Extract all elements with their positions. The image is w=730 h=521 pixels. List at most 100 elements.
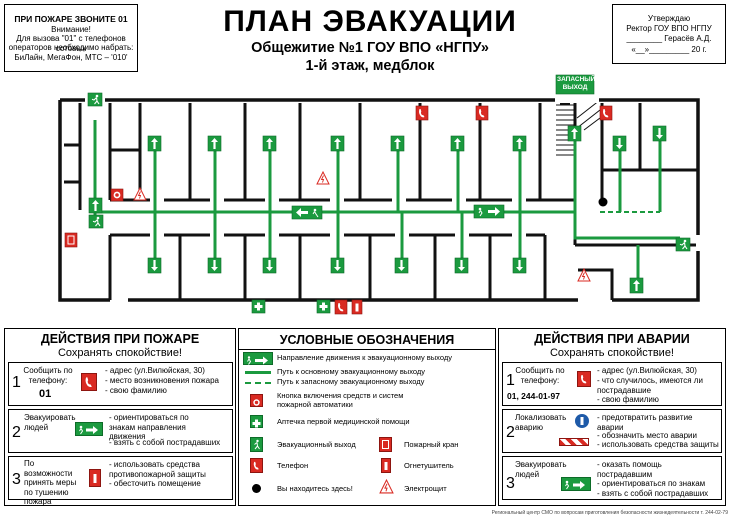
step-item: - обесточить помещение bbox=[109, 479, 201, 488]
approval-box: Утверждаю Ректор ГОУ ВПО НГПУ ________ Г… bbox=[612, 4, 726, 64]
electric-panel-icon bbox=[379, 478, 394, 494]
legend-label: Путь к основному эвакуационному выходу bbox=[277, 367, 425, 376]
step-label: По возможности принять меры по тушению п… bbox=[24, 459, 77, 506]
fire-alarm-button-icon bbox=[250, 394, 263, 407]
step-item: - взять с собой пострадавших bbox=[597, 489, 709, 498]
accident-step-1: 1 Сообщить по телефону: 01, 244-01-97 - … bbox=[502, 362, 722, 406]
step-item: - ориентироваться по знакам bbox=[597, 479, 706, 488]
extinguisher-icon bbox=[89, 469, 101, 487]
fire-actions-panel: ДЕЙСТВИЯ ПРИ ПОЖАРЕ Сохранять спокойстви… bbox=[4, 328, 236, 506]
step-item: - адрес (ул.Вилюйская, 30) bbox=[597, 366, 697, 375]
first-aid-signs bbox=[251, 299, 331, 314]
you-are-here-marker bbox=[598, 197, 608, 207]
stairs bbox=[556, 99, 601, 156]
fire-actions-title: ДЕЙСТВИЯ ПРИ ПОЖАРЕ bbox=[40, 332, 200, 346]
fire-step-1: 1 Сообщить по телефону: 01 - адрес (ул.В… bbox=[8, 362, 233, 406]
phone-icon bbox=[81, 373, 97, 391]
emergency-exit-label: ЗАПАСНЫЙ ВЫХОД bbox=[557, 76, 596, 91]
shield-icon bbox=[575, 414, 589, 428]
step-label: Эвакуировать людей bbox=[24, 413, 76, 432]
extinguisher-icon bbox=[381, 458, 391, 473]
legend-title: УСЛОВНЫЕ ОБОЗНАЧЕНИЯ bbox=[279, 333, 455, 347]
fire-actions-subtitle: Сохранять спокойствие! bbox=[57, 347, 182, 359]
accident-step-2: 2 Локализовать аварию - предотвратить ра… bbox=[502, 409, 722, 453]
legend-label: Эвакуационный выход bbox=[277, 440, 356, 449]
legend-label: Электрощит bbox=[404, 484, 447, 493]
evacuation-routes bbox=[93, 120, 680, 285]
alt-route-icon bbox=[245, 382, 271, 384]
legend-label: Путь к запасному эвакуационному выходу bbox=[277, 377, 425, 386]
approval-line3: ________ Герасёв А.Д. bbox=[626, 34, 712, 43]
fire-call-title: ПРИ ПОЖАРЕ ЗВОНИТЕ 01 bbox=[14, 14, 128, 24]
direction-arrow-right bbox=[473, 204, 505, 219]
legend-label: Направление движения к эвакуационному вы… bbox=[277, 353, 452, 362]
barrier-tape-icon bbox=[559, 438, 589, 446]
step-item: - предотвратить развитие аварии bbox=[597, 413, 693, 432]
direction-arrow-icon bbox=[243, 352, 273, 365]
evacuation-sign-icon bbox=[75, 422, 103, 436]
step-number: 2 bbox=[506, 424, 515, 441]
step-item: - оказать помощь пострадавшим bbox=[597, 460, 662, 479]
legend-label: Огнетушитель bbox=[404, 461, 454, 470]
step-item: - ориентироваться по знакам направления … bbox=[109, 413, 189, 441]
fire-hose-icon bbox=[379, 437, 392, 452]
fire-call-line4: БиЛайн, МегаФон, МТС – '010' bbox=[14, 53, 128, 62]
step-number: 3 bbox=[12, 471, 21, 488]
floor-plan bbox=[58, 74, 701, 315]
step-item: - адрес (ул.Вилюйская, 30) bbox=[105, 366, 205, 375]
phone-icon bbox=[250, 458, 263, 473]
approval-line1: Утверждаю bbox=[647, 14, 691, 23]
page-title: ПЛАН ЭВАКУАЦИИ bbox=[223, 5, 517, 38]
fire-call-line3: операторов необходимо набрать: bbox=[8, 43, 134, 52]
fire-phone-number: 01 bbox=[39, 388, 52, 400]
evacuation-exit-icon bbox=[250, 437, 263, 452]
fire-call-box: ПРИ ПОЖАРЕ ЗВОНИТЕ 01 Внимание! Для вызо… bbox=[4, 4, 138, 72]
step-item: - свою фамилию bbox=[105, 386, 167, 395]
fire-call-line2: Для вызова "01" с телефонов сотовых bbox=[16, 34, 126, 53]
approval-line2: Ректор ГОУ ВПО НГПУ bbox=[626, 24, 712, 33]
legend-label: Кнопка включения средств и систем пожарн… bbox=[277, 391, 404, 409]
direction-arrow-left bbox=[291, 205, 323, 220]
first-aid-icon bbox=[250, 415, 263, 428]
fire-call-line1: Внимание! bbox=[51, 25, 91, 34]
legend-panel: УСЛОВНЫЕ ОБОЗНАЧЕНИЯ Направление движени… bbox=[238, 328, 496, 506]
step-label: Сообщить по телефону: bbox=[23, 366, 73, 385]
legend-label: Аптечка первой медицинской помощи bbox=[277, 417, 410, 426]
floor-label: 1-й этаж, медблок bbox=[305, 58, 435, 74]
step-number: 1 bbox=[506, 372, 515, 389]
accident-phone-number: 01, 244-01-97 bbox=[507, 391, 560, 401]
main-route-icon bbox=[245, 371, 271, 374]
fire-step-2: 2 Эвакуировать людей - ориентироваться п… bbox=[8, 409, 233, 453]
step-item: - использовать средства противопожарной … bbox=[109, 460, 206, 479]
fire-step-3: 3 По возможности принять меры по тушению… bbox=[8, 456, 233, 506]
step-label: Локализовать аварию bbox=[515, 413, 567, 432]
step-label: Эвакуировать людей bbox=[515, 460, 567, 479]
step-label: Сообщить по телефону: bbox=[515, 366, 565, 385]
emergency-exit-sign bbox=[555, 74, 595, 95]
exit-sign-group bbox=[87, 92, 691, 294]
approval-line4: «__»_________ 20 г. bbox=[631, 45, 707, 54]
legend-label: Пожарный кран bbox=[404, 440, 459, 449]
accident-actions-subtitle: Сохранять спокойствие! bbox=[549, 347, 674, 359]
page-subtitle: Общежитие №1 ГОУ ВПО «НГПУ» bbox=[251, 40, 489, 56]
step-number: 1 bbox=[12, 374, 21, 391]
step-number: 3 bbox=[506, 475, 515, 492]
step-number: 2 bbox=[12, 424, 21, 441]
step-item: - что случилось, имеются ли пострадавшие bbox=[597, 376, 703, 395]
step-item: - использовать средства защиты bbox=[597, 440, 719, 449]
step-item: - взять с собой пострадавших bbox=[109, 438, 221, 447]
legend-label: Вы находитесь здесь! bbox=[277, 484, 353, 493]
step-item: - место возникновения пожара bbox=[105, 376, 219, 385]
you-are-here-icon bbox=[252, 484, 261, 493]
footer-text: Региональный центр СМО по вопросам приго… bbox=[491, 510, 728, 516]
phone-icon bbox=[577, 371, 591, 387]
accident-actions-title: ДЕЙСТВИЯ ПРИ АВАРИИ bbox=[534, 332, 690, 346]
accident-step-3: 3 Эвакуировать людей - оказать помощь по… bbox=[502, 456, 722, 500]
evacuation-sign-icon bbox=[561, 477, 591, 491]
legend-label: Телефон bbox=[277, 461, 309, 470]
doors bbox=[85, 98, 701, 251]
step-item: - обозначить место аварии bbox=[597, 431, 697, 440]
accident-actions-panel: ДЕЙСТВИЯ ПРИ АВАРИИ Сохранять спокойстви… bbox=[498, 328, 726, 506]
step-item: - свою фамилию bbox=[597, 395, 659, 404]
legend-divider bbox=[239, 349, 495, 350]
